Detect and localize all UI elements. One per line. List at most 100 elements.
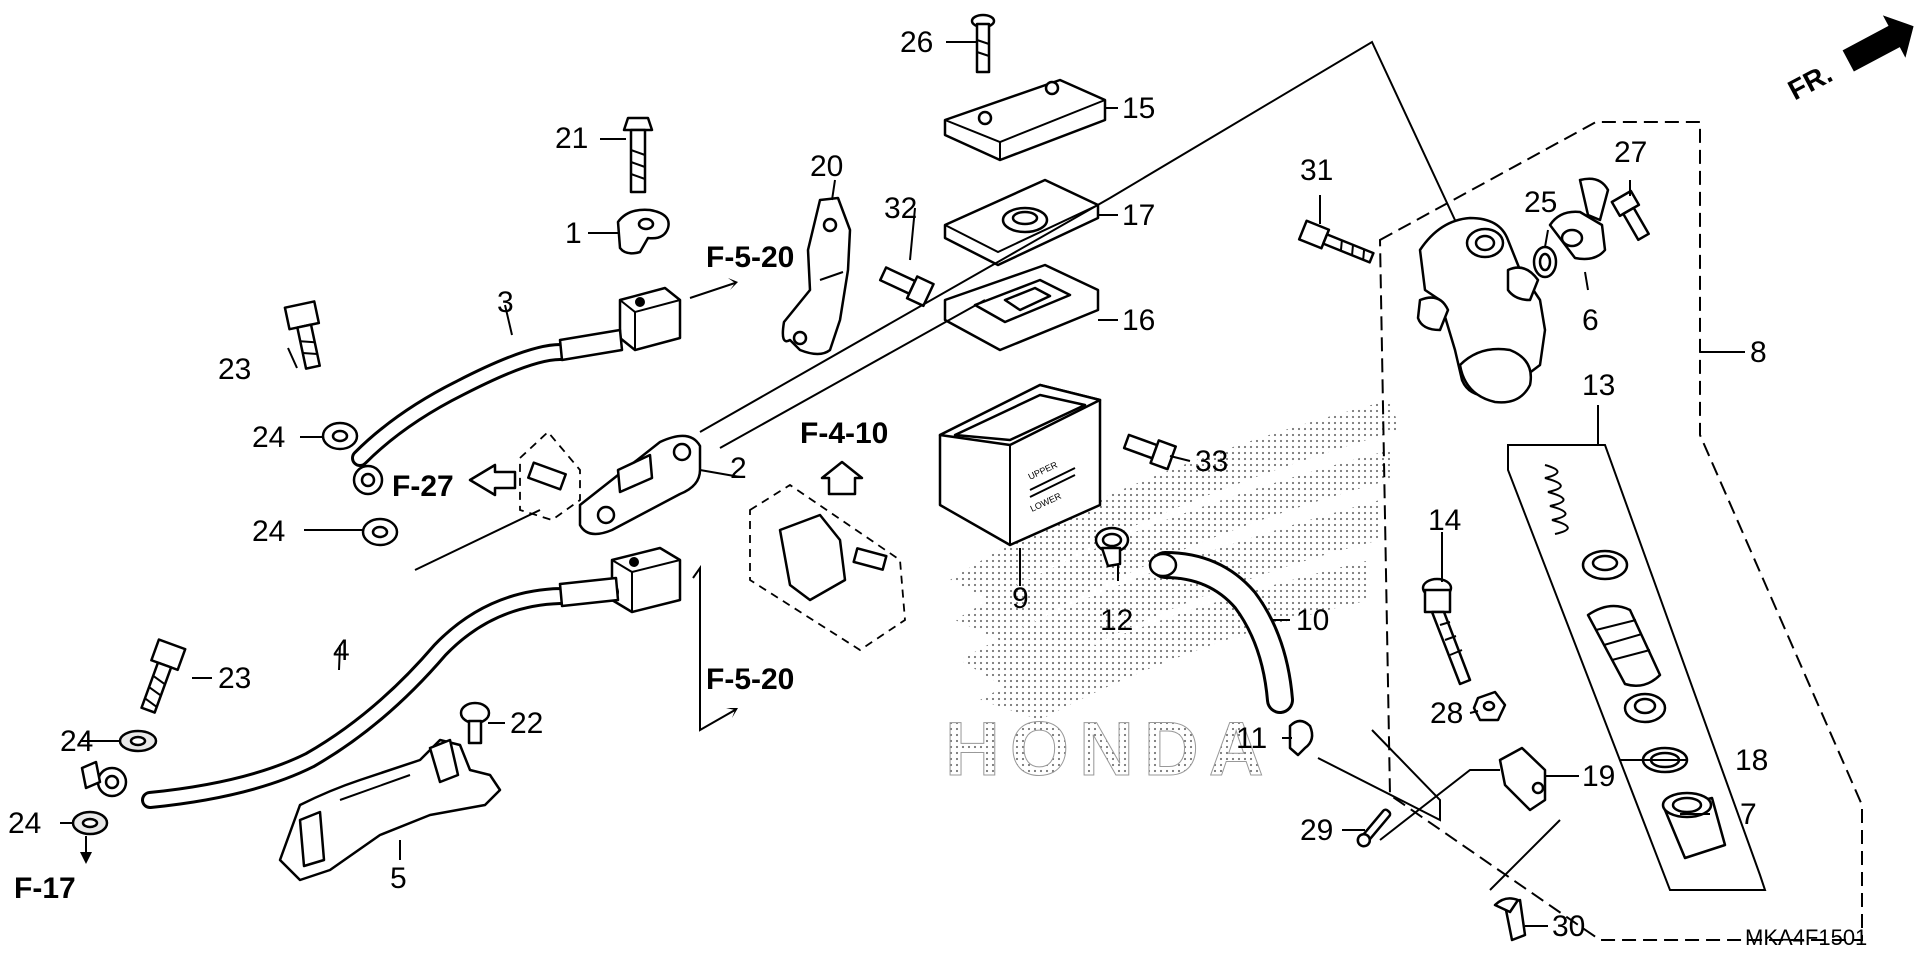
bolt-33 — [1122, 433, 1177, 471]
part-labels: 26 15 21 20 32 17 1 3 16 23 24 2 33 24 9… — [8, 26, 1768, 943]
ref-f520-top[interactable]: F-5-20 — [706, 241, 794, 274]
cotter-pin-29 — [1356, 808, 1392, 848]
part-label-2: 2 — [730, 452, 747, 485]
part-label-4: 4 — [333, 634, 350, 667]
screw-26 — [970, 13, 996, 74]
washer-24-a — [321, 421, 359, 451]
clip-12 — [1094, 526, 1130, 568]
diagram-code: MKA4F1501 — [1745, 925, 1867, 950]
front-direction-arrow: FR. — [1783, 15, 1914, 107]
boot-7 — [1661, 791, 1727, 860]
part-label-19: 19 — [1582, 760, 1615, 793]
f27-arrow — [468, 463, 517, 497]
part-label-32: 32 — [884, 192, 917, 225]
bracket-2 — [578, 434, 702, 536]
piston-cup — [1581, 549, 1629, 581]
brake-hose-3 — [351, 336, 609, 467]
part-label-24c: 24 — [60, 725, 93, 758]
plate-20 — [781, 196, 852, 356]
part-label-33: 33 — [1195, 445, 1228, 478]
ref-f27[interactable]: F-27 — [392, 470, 454, 503]
part-label-20: 20 — [810, 150, 843, 183]
hose-guard-5 — [278, 738, 502, 882]
part-label-21: 21 — [555, 122, 588, 155]
part-label-13: 13 — [1582, 369, 1615, 402]
ref-f410[interactable]: F-4-10 — [800, 417, 888, 450]
bolt-23-lower — [140, 638, 187, 714]
spring — [1544, 464, 1569, 535]
fitting-f27-detail — [519, 430, 581, 521]
part-label-6: 6 — [1582, 304, 1599, 337]
reservoir-hose-10 — [1148, 551, 1294, 714]
hose-3-fitting — [558, 328, 624, 362]
f410-arrow — [820, 460, 864, 496]
bolt-32 — [878, 266, 935, 308]
bolt-21 — [622, 116, 654, 194]
part-label-24a: 24 — [252, 421, 285, 454]
front-label: FR. — [1783, 58, 1837, 107]
part-label-31: 31 — [1300, 154, 1333, 187]
push-rod-14 — [1421, 577, 1472, 686]
part-label-11: 11 — [1236, 722, 1267, 755]
clip-11 — [1288, 719, 1314, 757]
part-label-9: 9 — [1012, 582, 1029, 615]
part-label-25: 25 — [1524, 186, 1557, 219]
washer-24-b — [361, 517, 399, 547]
master-cylinder-body — [1416, 216, 1547, 404]
part-label-12: 12 — [1100, 604, 1133, 637]
part-label-18: 18 — [1735, 744, 1768, 777]
washer-24-c — [118, 729, 158, 753]
reservoir-plate-17 — [943, 178, 1100, 267]
part-label-26: 26 — [900, 26, 933, 59]
reservoir-cap-15 — [943, 78, 1107, 162]
part-label-28: 28 — [1430, 697, 1463, 730]
part-label-15: 15 — [1122, 92, 1155, 125]
secondary-cup — [1623, 692, 1667, 724]
nut-28 — [1472, 690, 1507, 722]
diaphragm-16 — [943, 263, 1100, 352]
bolt-23-upper — [283, 300, 321, 370]
part-label-23b: 23 — [218, 662, 251, 695]
joint-block-lower — [610, 546, 682, 614]
part-label-27: 27 — [1614, 136, 1647, 169]
screw-22 — [459, 701, 491, 745]
oring-25 — [1532, 245, 1558, 279]
ref-f520-bottom[interactable]: F-5-20 — [706, 663, 794, 696]
part-label-1: 1 — [565, 217, 582, 250]
part-label-29: 29 — [1300, 814, 1333, 847]
part-label-24b: 24 — [252, 515, 285, 548]
ref-f17[interactable]: F-17 — [14, 872, 76, 905]
joint-6 — [1548, 177, 1610, 261]
part-label-7: 7 — [1740, 798, 1757, 831]
piston — [1586, 604, 1662, 687]
reservoir-9: UPPER LOWER — [938, 383, 1102, 547]
part-label-17: 17 — [1122, 199, 1155, 232]
clamp-1 — [616, 208, 670, 255]
pin-30 — [1493, 897, 1527, 942]
bolt-31 — [1297, 219, 1375, 264]
part-label-22: 22 — [510, 707, 543, 740]
washer-24-d — [71, 810, 109, 836]
honda-wing-watermark: HONDA — [945, 400, 1400, 793]
leader-lines-center — [414, 40, 1469, 822]
brake-hose-4 — [141, 583, 619, 809]
clamp-1-hole — [637, 217, 655, 231]
part-label-8: 8 — [1750, 336, 1767, 369]
part-label-23a: 23 — [218, 353, 251, 386]
kit-13-outline — [1507, 444, 1767, 891]
part-label-30: 30 — [1552, 910, 1585, 943]
part-label-10: 10 — [1296, 604, 1329, 637]
arrow-to-f520-bottom — [692, 564, 736, 732]
part-label-24d: 24 — [8, 807, 41, 840]
screw-27 — [1610, 189, 1650, 242]
assembly-8-outline — [1378, 121, 1863, 941]
f410-detail — [749, 483, 906, 652]
part-label-14: 14 — [1428, 504, 1461, 537]
joint-19 — [1498, 746, 1547, 812]
hose-4-fitting — [558, 576, 620, 608]
part-label-16: 16 — [1122, 304, 1155, 337]
joint-block-upper — [618, 286, 682, 352]
section-refs[interactable]: F-5-20 F-27 F-4-10 F-5-20 F-17 — [14, 241, 888, 905]
leader-lines-right — [1379, 769, 1561, 891]
